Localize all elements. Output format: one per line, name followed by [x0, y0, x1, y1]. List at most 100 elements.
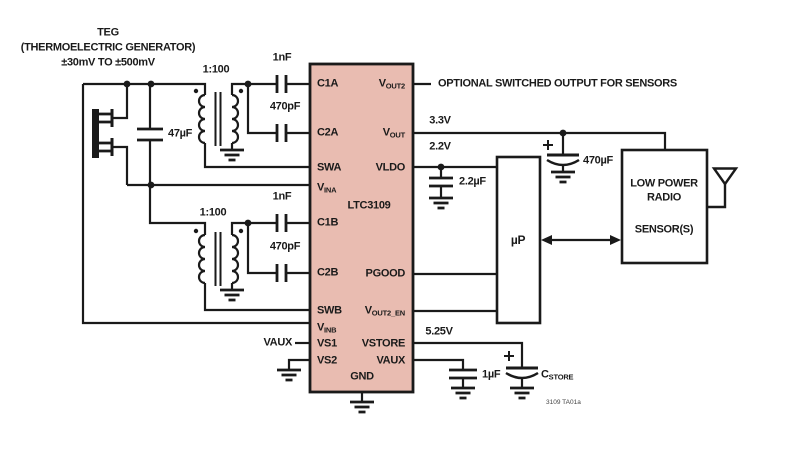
capacitors: [137, 75, 580, 380]
junction-dot: [123, 80, 131, 88]
cap-1nf-bottom: [275, 214, 288, 232]
wire-teg-bottom: [112, 145, 129, 185]
pin-c1a: C1A: [317, 77, 339, 90]
junction-dot: [559, 129, 567, 137]
phase-dot: [238, 228, 244, 234]
wire-vinb-loop: [81, 84, 310, 325]
teg-teeth: [99, 112, 112, 153]
junction-dot: [244, 80, 252, 88]
junction-dot: [147, 80, 155, 88]
wire-swb: [203, 283, 310, 312]
cap-470uf-polarized: [543, 140, 580, 167]
teg-title: TEG: [97, 26, 119, 39]
wiring: [81, 82, 667, 402]
vstore-voltage: 5.25V: [425, 325, 453, 338]
arrowhead-right: [610, 235, 621, 245]
pin-vs2: VS2: [317, 354, 337, 367]
plus-sign: [504, 351, 514, 361]
junction-dot: [437, 163, 445, 171]
ic-part-number: LTC3109: [347, 199, 391, 212]
cap-1nf-bottom-label: 1nF: [272, 190, 292, 203]
plate-curved: [505, 371, 539, 380]
pin-swa: SWA: [317, 161, 342, 174]
cap-470uf-label: 470µF: [583, 154, 613, 167]
cap-cstore-polarized: [504, 351, 539, 380]
pin-c2a: C2A: [317, 126, 339, 139]
pin-swb: SWB: [317, 304, 342, 317]
phase-dot: [193, 88, 199, 94]
cap-1uf-label: 1µF: [482, 368, 501, 381]
phase-dot: [193, 228, 199, 234]
ground-470uf: [551, 170, 575, 184]
wire-vaux: [413, 358, 465, 370]
cap-47uf: [137, 127, 163, 142]
transformer-bottom: [193, 228, 244, 286]
pin-vldo: VLDO: [375, 161, 406, 174]
transformer-top: [193, 88, 244, 146]
radio-label-3: SENSOR(S): [634, 223, 694, 236]
pin-vinb: VINB: [317, 321, 337, 335]
ground-22uf: [429, 196, 453, 210]
arrowhead-left: [541, 235, 552, 245]
junction-dot: [147, 181, 155, 189]
antenna-icon: [707, 167, 739, 209]
wire-t2sec-to-1nf: [230, 221, 277, 235]
pin-vout: VOUT: [382, 126, 405, 140]
vout-voltage: 3.3V: [429, 114, 451, 127]
pin-vstore: VSTORE: [361, 337, 406, 350]
teg-symbol: [92, 109, 114, 158]
ic-ltc3109-block: [308, 62, 415, 394]
junction-dot: [244, 219, 252, 227]
cap-47uf-label: 47µF: [168, 127, 193, 140]
wire-t1sec-to-1nf: [230, 82, 277, 95]
ground-symbols: [220, 148, 575, 414]
ground-1uf: [451, 386, 475, 400]
teg-subtitle: (THERMOELECTRIC GENERATOR): [20, 41, 196, 54]
secondary-coil: [231, 93, 240, 145]
ground-ic: [350, 400, 374, 414]
radio-label-2: RADIO: [647, 191, 681, 204]
wire-vstore: [413, 341, 524, 368]
pin-vout2: VOUT2: [378, 77, 405, 91]
vaux-net-label: VAUX: [263, 336, 292, 349]
core-lines: [214, 232, 222, 286]
pin-c1b: C1B: [317, 216, 339, 229]
ic-gnd-pin: GND: [350, 370, 374, 383]
ratio-top-label: 1:100: [202, 63, 230, 76]
pin-vout2-en: VOUT2_EN: [364, 304, 405, 318]
cap-2_2uf: [429, 176, 453, 188]
cap-1uf: [449, 368, 477, 380]
cap-22uf-label: 2.2µF: [459, 175, 486, 188]
ground-vs2: [277, 368, 301, 382]
pin-vina: VINA: [317, 181, 337, 195]
pin-vs1: VS1: [317, 337, 337, 350]
cap-cstore-label: CSTORE: [541, 368, 574, 382]
cap-1nf-top: [275, 75, 288, 93]
wire-top-rail: [83, 82, 207, 95]
antenna-triangle: [711, 167, 739, 187]
wire-to-t2: [148, 185, 207, 235]
plus-sign: [543, 140, 553, 150]
primary-coil: [197, 93, 206, 145]
cap-470pf-top: [275, 124, 288, 142]
mcu-label: µP: [510, 233, 526, 247]
pin-pgood: PGOOD: [365, 267, 406, 280]
teg-voltage-range: ±30mV TO ±500mV: [61, 56, 155, 69]
phase-dot: [238, 88, 244, 94]
pin-vaux: VAUX: [376, 354, 405, 367]
teg-bar: [92, 109, 99, 158]
secondary-coil: [231, 233, 240, 285]
wire-vout-rail: [413, 131, 667, 150]
core-lines: [214, 92, 222, 146]
wire-teg-top: [112, 84, 129, 120]
primary-coil: [197, 233, 206, 285]
radio-block: [620, 148, 709, 265]
wire-swa: [203, 143, 310, 169]
ratio-bottom-label: 1:100: [199, 206, 227, 219]
pin-c2b: C2B: [317, 266, 339, 279]
ground-t2: [220, 288, 244, 302]
ground-t1: [220, 148, 244, 162]
cap-470pf-top-label: 470pF: [269, 100, 301, 113]
cap-1nf-top-label: 1nF: [272, 51, 292, 64]
